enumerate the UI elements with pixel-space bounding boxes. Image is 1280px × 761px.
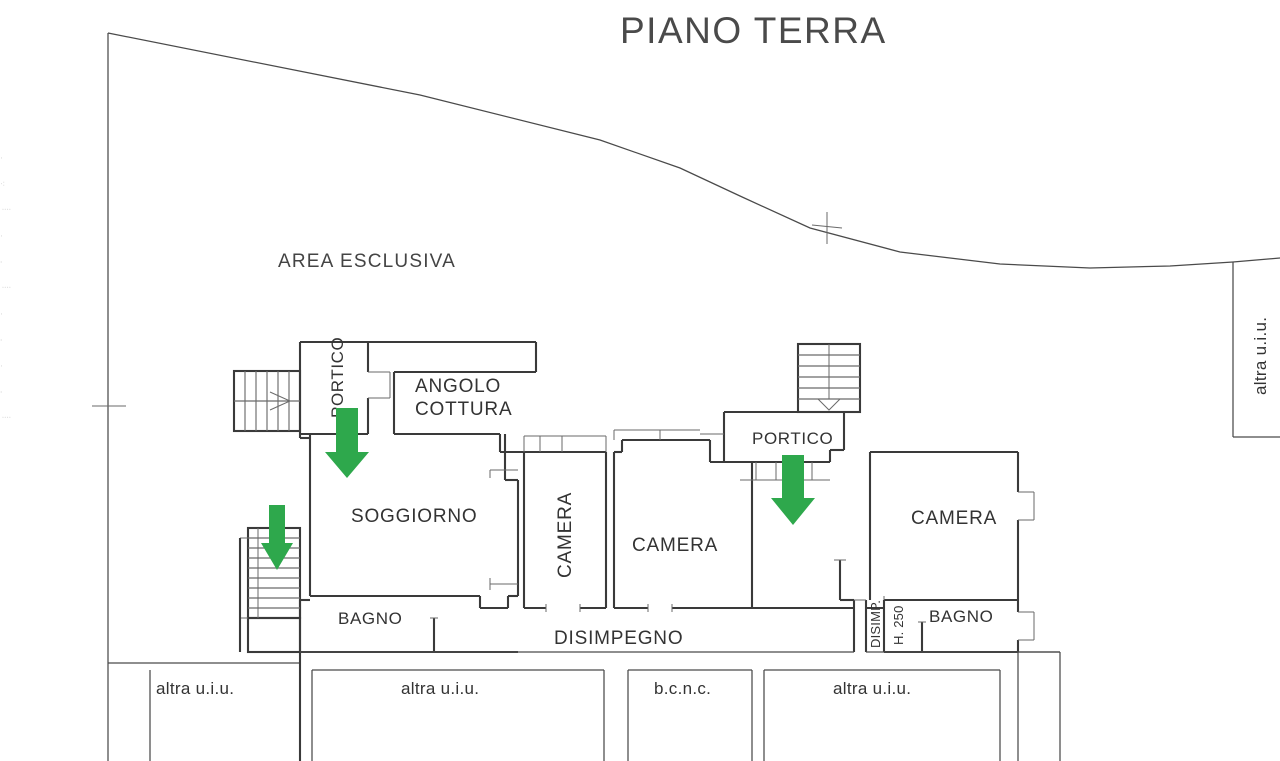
label-disimp-small: DISIMP. (868, 599, 883, 648)
label-altra-uiu-right-edge: altra u.i.u. (1251, 316, 1270, 395)
right-portico-walls (700, 342, 862, 481)
scan-artifact-left-edge: ·⁖᠁·⸱᠁·⸱·⸱᠁ (0, 153, 11, 423)
label-angolo-cottura-line1: ANGOLO (415, 376, 502, 397)
label-bagno-left: BAGNO (338, 609, 403, 628)
label-bagno-right: BAGNO (929, 607, 994, 626)
label-portico-right: PORTICO (752, 429, 834, 448)
label-portico-left: PORTICO (328, 336, 347, 418)
label-bcnc: b.c.n.c. (654, 679, 712, 698)
label-h-250: H. 250 (891, 605, 906, 645)
label-altra-uiu-bottom-right: altra u.i.u. (833, 679, 912, 698)
label-angolo-cottura-line2: COTTURA (415, 399, 513, 420)
label-altra-uiu-bottom-center: altra u.i.u. (401, 679, 480, 698)
lot-boundary (92, 32, 1280, 761)
stair-left-upper (232, 369, 302, 433)
label-area-esclusiva: AREA ESCLUSIVA (278, 251, 457, 272)
label-camera-center: CAMERA (632, 535, 719, 556)
label-camera-vertical: CAMERA (555, 491, 576, 578)
page-title: PIANO TERRA (620, 10, 887, 51)
central-unit-walls (522, 429, 754, 612)
label-camera-right: CAMERA (911, 508, 998, 529)
label-altra-uiu-bottom-left: altra u.i.u. (156, 679, 235, 698)
neighbour-units-outline (149, 651, 1061, 761)
label-disimpegno: DISIMPEGNO (554, 628, 684, 649)
stair-left-lower (238, 526, 302, 654)
label-soggiorno: SOGGIORNO (351, 506, 478, 527)
